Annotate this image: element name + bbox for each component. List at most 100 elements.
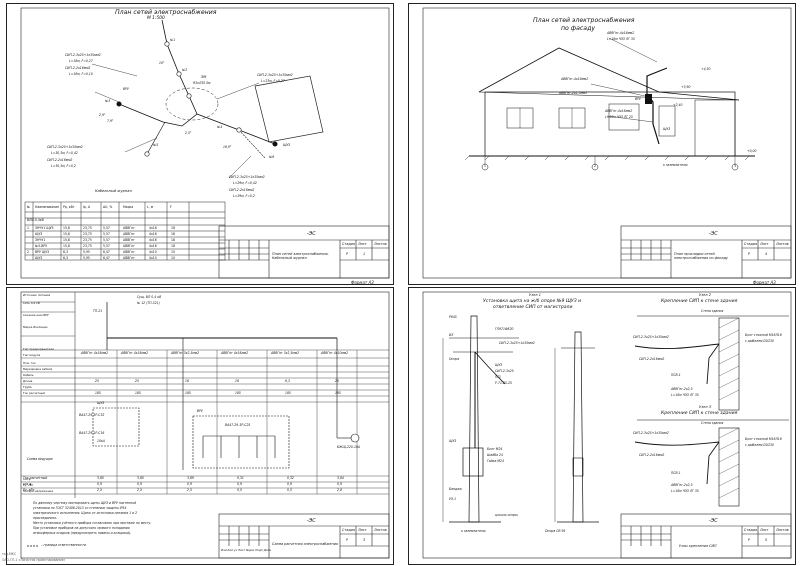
pole-label: Шайба 24 bbox=[487, 453, 503, 457]
stamp-head: Листов bbox=[776, 242, 789, 246]
note-line: электрического исполнения. Щиты от источ… bbox=[33, 511, 138, 515]
table-cell: 2 bbox=[27, 250, 29, 254]
node-1-text-2: ответвление СИП от магистрали bbox=[493, 305, 573, 310]
scheme-header-row: Кабель bbox=[23, 373, 34, 377]
panel-label: ВРУ bbox=[197, 409, 203, 413]
pole-label: к заземлителю bbox=[461, 529, 486, 533]
stamp-name: Схема расчетная электроснабжения bbox=[272, 542, 338, 546]
table-cell: 4х10 bbox=[149, 256, 157, 260]
stamp-sheet: 4 bbox=[765, 252, 768, 256]
table-cell: 18 bbox=[171, 232, 175, 236]
node-label: №6 bbox=[269, 155, 275, 159]
scheme-header-row: Ру, кВт bbox=[23, 483, 34, 487]
angle-label: 16,9° bbox=[223, 145, 232, 149]
note-line: установки по ГОСТ 32406-2013 со степенью… bbox=[33, 506, 127, 510]
bottom-row-value: 0,9 bbox=[187, 482, 192, 486]
wall-label: Болт стяжной М16Л16 bbox=[745, 333, 782, 337]
cable-label: L=29м, F=0,42 bbox=[233, 181, 257, 185]
bottom-row-label: Ток расчетный bbox=[23, 476, 48, 480]
level-mark: +2,40 bbox=[673, 103, 683, 107]
scheme-header-row: Сеть 0,4 кВ bbox=[23, 301, 40, 305]
sheet-2-facade-plan: План сетей электроснабжения по фасаду АВ… bbox=[408, 3, 796, 285]
facade-label: L=18м ЧЭЗ ЛГ 25 bbox=[605, 115, 633, 119]
table-cell: ВРУ ЩУЗ bbox=[35, 250, 50, 254]
axis-label: 1 bbox=[484, 164, 486, 168]
scheme-header-row: Тип предохранителя bbox=[23, 347, 54, 351]
stamp-head: Стадия bbox=[744, 242, 758, 246]
table-cell: 6,3 bbox=[63, 256, 68, 260]
bottom-row-label: cos φ bbox=[23, 482, 32, 486]
facade-label: ВРУ bbox=[635, 97, 641, 101]
table-head-cell: Наименование bbox=[35, 205, 60, 209]
stamp-stage: Р bbox=[346, 538, 349, 542]
node-label: №2 bbox=[182, 68, 188, 72]
feeder-length: 185 bbox=[185, 391, 191, 395]
table-cell: ЗНЧУ1 bbox=[35, 238, 46, 242]
table-cell: 6,47 bbox=[103, 256, 110, 260]
cable-label: L=18м, F=0,27 bbox=[69, 59, 93, 63]
feeder-value: 25 bbox=[335, 379, 339, 383]
sheet-title: План сетей электроснабжения bbox=[533, 17, 635, 24]
cable-label: L=30,3м, F=0,42 bbox=[51, 151, 78, 155]
table-cell: 18 bbox=[171, 238, 175, 242]
panel-label: ВА47-29-3Р-С32 bbox=[79, 413, 105, 417]
feeder-value: 6,3 bbox=[285, 379, 290, 383]
cable-label: L=29м, F=0,2 bbox=[233, 194, 255, 198]
table-cell: 4х16 bbox=[149, 226, 157, 230]
bottom-row-value: 2,5 bbox=[137, 488, 142, 492]
tp-label: ЗМ bbox=[201, 75, 207, 79]
wall-label: L=18м ЧЭЗ ЛГ 35 bbox=[671, 489, 699, 493]
footer-left-2: ОАО-ГП-1 «Логистик проектирование» bbox=[2, 558, 66, 562]
level-mark: +4,50 bbox=[701, 67, 711, 71]
stamp-stage: Р bbox=[748, 538, 751, 542]
pole-label: СИП-2-3х25 bbox=[495, 369, 514, 373]
feeder-cable: АВВГнг 3х2,5мм2 bbox=[271, 351, 300, 355]
cable-journal-subtitle: ВЛИ-0,4кВ bbox=[27, 218, 44, 222]
table-cell: АВВГнг bbox=[123, 232, 135, 236]
bottom-row-value: 2,8 bbox=[337, 488, 342, 492]
feeder-length: 185 bbox=[235, 391, 241, 395]
scheme-header-row: Тип модуля bbox=[23, 353, 41, 357]
stamp-head: Лист bbox=[760, 528, 769, 532]
node-label: ЩУЗ bbox=[283, 143, 291, 147]
table-cell: 6,47 bbox=[103, 250, 110, 254]
facade-label: АВВГнг-4х16мм2 bbox=[605, 109, 633, 113]
table-cell: ЩУЗ bbox=[35, 232, 43, 236]
bottom-row-value: 0,32 bbox=[287, 476, 294, 480]
angle-label: 2,9° bbox=[99, 113, 106, 117]
node-label: №1 bbox=[170, 38, 176, 42]
site-plan-drawing bbox=[20, 7, 390, 279]
pole-label: УЭ-1 bbox=[449, 497, 457, 501]
format-label: Формат А3 bbox=[753, 280, 776, 285]
scheme-header-row: cos φ bbox=[23, 477, 31, 481]
level-mark: +0,00 bbox=[747, 149, 757, 153]
stamp-head: Стадия bbox=[342, 528, 356, 532]
bottom-row-value: 2,5 bbox=[97, 488, 102, 492]
scheme-header-row: Марка Изоляции bbox=[23, 325, 48, 329]
table-head-cell: F bbox=[170, 205, 172, 209]
node-label: №3 bbox=[105, 99, 111, 103]
stamp-sheet: 3 bbox=[363, 538, 366, 542]
stamp-code: -ЭС bbox=[709, 518, 718, 524]
stamp-head: Лист bbox=[760, 242, 769, 246]
bottom-row-value: 0,5 bbox=[287, 488, 292, 492]
stamp-corner: Изм.Кол.уч Лист №док Подп Дата bbox=[221, 548, 271, 552]
feeder-cable: АВВГнг 3х2,5мм2 bbox=[171, 351, 200, 355]
cable-label: L=30,3м, F=0,2 bbox=[51, 164, 76, 168]
scheme-label: Схема ведущая bbox=[27, 457, 53, 461]
feeder-length: 185 bbox=[335, 391, 341, 395]
bottom-row-value: 0,9 bbox=[337, 482, 342, 486]
feeder-length: 185 bbox=[95, 391, 101, 395]
table-cell: 23,75 bbox=[83, 244, 92, 248]
pole-label: Опора СВ 95 bbox=[545, 529, 566, 533]
pole-label: ИЗ bbox=[449, 333, 454, 337]
stamp-head: Стадия bbox=[744, 528, 758, 532]
angle-label: 10° bbox=[159, 61, 165, 65]
bottom-row-value: 0,9 bbox=[237, 482, 242, 486]
pole-label: ПГ1 bbox=[495, 375, 502, 379]
wall-label: СИП-2-2х16мм2 bbox=[639, 453, 665, 457]
feeder-value: 25 bbox=[95, 379, 99, 383]
bottom-row-value: 0,5 bbox=[237, 488, 242, 492]
tp-sub-label: R3хЛ30 0м bbox=[193, 81, 211, 85]
